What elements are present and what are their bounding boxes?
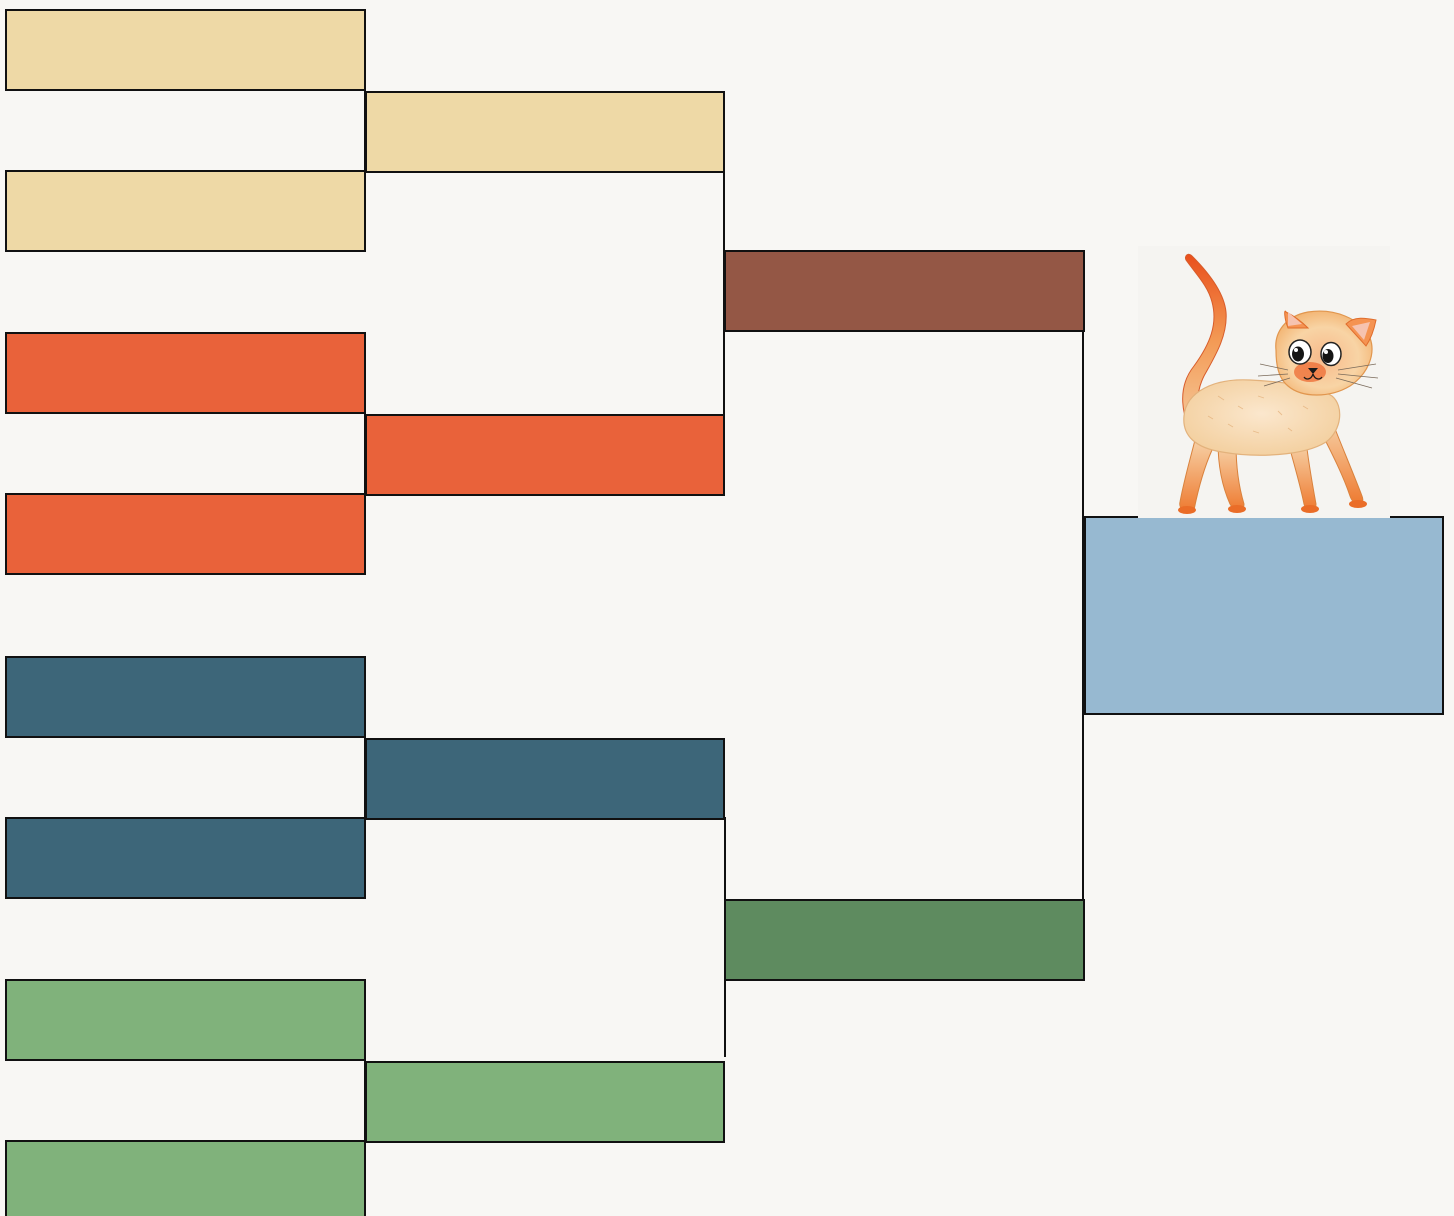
round1-slot-5[interactable] (5, 656, 366, 738)
round2-slot-1[interactable] (365, 91, 725, 173)
round1-slot-2[interactable] (5, 170, 366, 252)
cat-illustration-icon (1138, 246, 1390, 518)
round2-slot-4[interactable] (365, 1061, 725, 1143)
round1-slot-4[interactable] (5, 493, 366, 575)
round2-slot-2[interactable] (365, 414, 725, 496)
round3-slot-2[interactable] (724, 899, 1085, 981)
round1-slot-6[interactable] (5, 817, 366, 899)
round1-slot-8[interactable] (5, 1140, 366, 1216)
round1-slot-7[interactable] (5, 979, 366, 1061)
champion-slot[interactable] (1084, 516, 1444, 715)
round1-slot-3[interactable] (5, 332, 366, 414)
round3-slot-1[interactable] (724, 250, 1085, 332)
round1-slot-1[interactable] (5, 9, 366, 91)
round2-slot-3[interactable] (365, 738, 725, 820)
